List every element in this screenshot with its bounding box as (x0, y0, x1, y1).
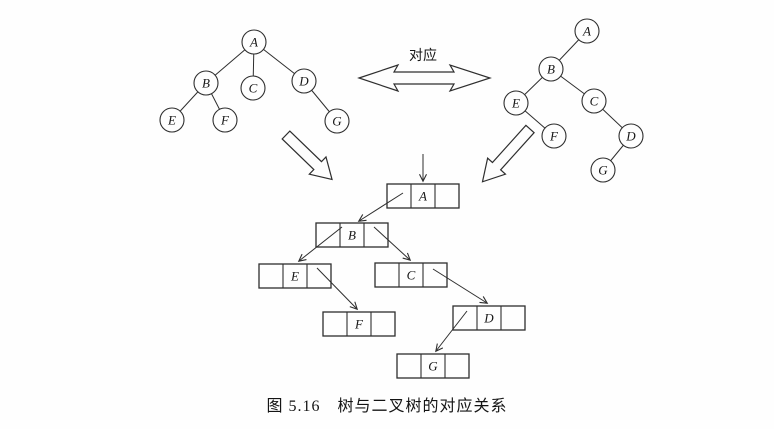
linked-node-E: E (258, 263, 332, 289)
pointer-D-left-to-G (435, 310, 468, 353)
general-tree-node-circle-D (291, 68, 317, 94)
pointer-C-right-to-D (432, 268, 489, 304)
correspondence-double-arrow-icon (357, 63, 492, 93)
general-tree-node-circle-C (240, 75, 266, 101)
binary-tree-node-label-D: D (625, 129, 636, 144)
general-tree-node-D: D (291, 68, 317, 94)
general-tree-node-label-C: C (249, 81, 258, 96)
pointer-E-right-to-F (316, 267, 359, 311)
binary-tree-node-label-C: C (590, 94, 599, 109)
binary-tree-node-G: G (590, 157, 616, 183)
general-tree-node-label-G: G (332, 114, 342, 129)
binary-tree-node-label-A: A (582, 24, 591, 39)
correspondence-label: 对应 (409, 47, 437, 64)
figure-caption: 图 5.16 树与二叉树的对应关系 (266, 398, 508, 415)
binary-tree-node-circle-G (590, 157, 616, 183)
linked-node-C: C (374, 262, 448, 288)
general-tree-node-A: A (241, 29, 267, 55)
binary-tree-node-circle-D (618, 123, 644, 149)
binary-tree-node-circle-C (581, 88, 607, 114)
binary-tree-node-D: D (618, 123, 644, 149)
general-tree-node-label-B: B (202, 76, 210, 91)
binary-tree-node-label-B: B (547, 62, 555, 77)
transform-arrow-left-icon (281, 130, 333, 181)
linked-node-label-F: F (354, 317, 364, 332)
binary-tree-node-circle-E (503, 90, 529, 116)
binary-tree-node-E: E (503, 90, 529, 116)
binary-tree-node-label-F: F (549, 129, 559, 144)
linked-storage-structure: A B E C F D G (258, 154, 526, 379)
binary-tree-node-circle-A (574, 18, 600, 44)
linked-node-label-G: G (428, 359, 438, 374)
linked-node-box-F (322, 311, 396, 337)
linked-node-label-B: B (348, 228, 356, 243)
binary-tree-node-A: A (574, 18, 600, 44)
binary-tree-node-circle-B (538, 56, 564, 82)
general-tree-node-circle-B (193, 70, 219, 96)
linked-node-F: F (322, 311, 396, 337)
general-tree-node-E: E (159, 107, 185, 133)
general-tree-node-circle-E (159, 107, 185, 133)
transform-arrow-right-icon (481, 124, 535, 183)
binary-tree: A B E C F D G (503, 18, 644, 183)
linked-node-box-C (374, 262, 448, 288)
linked-node-box-D (452, 305, 526, 331)
general-tree-node-circle-A (241, 29, 267, 55)
general-tree-node-circle-F (212, 107, 238, 133)
linked-node-box-B (315, 222, 389, 248)
linked-node-box-E (258, 263, 332, 289)
pointer-B-left-to-E (297, 226, 343, 262)
linked-node-label-E: E (290, 269, 299, 284)
general-tree-node-label-D: D (298, 74, 309, 89)
linked-node-label-D: D (483, 311, 494, 326)
binary-tree-node-F: F (541, 123, 567, 149)
general-tree-node-G: G (324, 108, 350, 134)
general-tree-node-circle-G (324, 108, 350, 134)
general-tree-node-label-A: A (249, 35, 258, 50)
general-tree-node-F: F (212, 107, 238, 133)
binary-tree-node-circle-F (541, 123, 567, 149)
binary-tree-node-C: C (581, 88, 607, 114)
linked-node-label-A: A (418, 189, 427, 204)
general-tree-node-label-E: E (167, 113, 176, 128)
pointer-B-right-to-C (373, 226, 412, 262)
general-tree-node-B: B (193, 70, 219, 96)
binary-tree-node-label-G: G (598, 163, 608, 178)
general-tree-node-C: C (240, 75, 266, 101)
linked-node-D: D (452, 305, 526, 331)
binary-tree-node-B: B (538, 56, 564, 82)
linked-node-label-C: C (407, 268, 416, 283)
linked-node-B: B (315, 222, 389, 248)
linked-node-box-A (386, 183, 460, 209)
linked-node-A: A (386, 183, 460, 209)
binary-tree-node-label-E: E (511, 96, 520, 111)
general-tree: A B C D E F G (159, 29, 350, 134)
linked-node-G: G (396, 353, 470, 379)
general-tree-node-label-F: F (220, 113, 230, 128)
linked-node-box-G (396, 353, 470, 379)
pointer-A-left-to-B (357, 192, 404, 222)
